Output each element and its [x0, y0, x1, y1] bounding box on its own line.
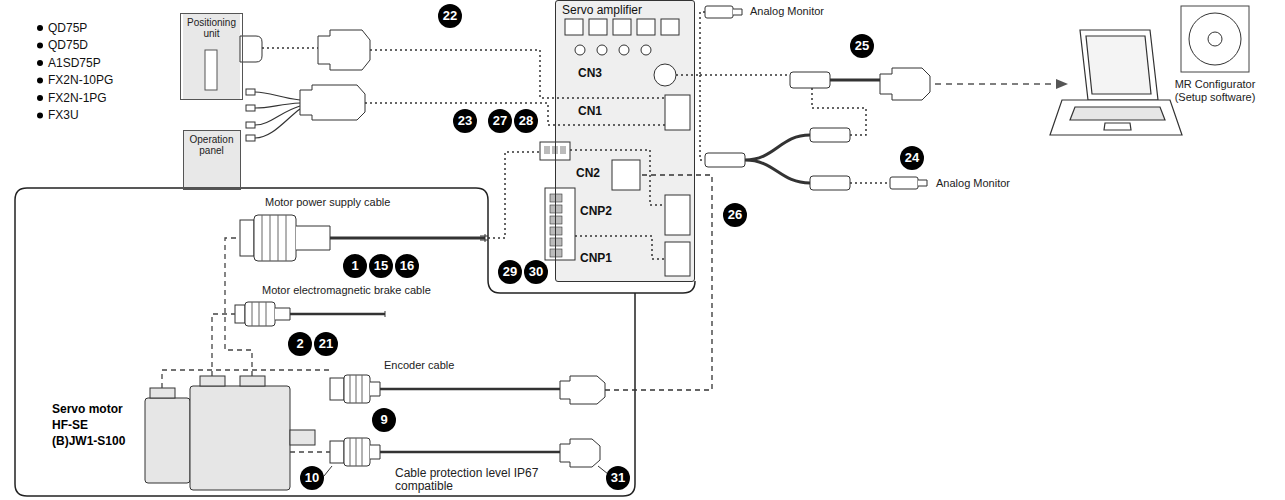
cable-23 — [246, 85, 665, 141]
note-text: Cable protection level IP67 compatible — [395, 467, 560, 493]
callout-number: 1 — [343, 254, 367, 278]
callout-number: 26 — [723, 203, 747, 227]
cable-name: Analog Monitor — [750, 5, 824, 18]
callout-number: 2 — [288, 332, 312, 356]
positioning-unit-fill — [183, 13, 240, 100]
cnp2-plug — [488, 142, 665, 238]
encoder-cables — [330, 175, 712, 467]
callout-number: 15 — [369, 254, 393, 278]
monitor-cables — [676, 6, 1068, 190]
node-label: Positioning unit — [183, 17, 240, 39]
motor-model: HF-SE — [52, 418, 88, 433]
operation-panel-fill — [183, 130, 240, 190]
unit-model: FX3U — [48, 108, 79, 123]
unit-model: FX2N-10PG — [48, 73, 113, 88]
servo-motor — [145, 376, 315, 490]
cable-name: Analog Monitor — [936, 177, 1010, 190]
callout-number: 28 — [514, 109, 538, 133]
node-label: MR Configurator (Setup software) — [1165, 78, 1265, 104]
cnp1-plug — [545, 188, 665, 260]
motor-cable-links — [162, 238, 330, 452]
unit-model: FX2N-1PG — [48, 91, 107, 106]
callout-number: 23 — [453, 109, 477, 133]
motor-model: Servo motor — [52, 402, 123, 417]
callout-number: 31 — [606, 466, 630, 490]
unit-model: QD75D — [48, 38, 88, 53]
cable-22 — [240, 30, 665, 98]
motor-power-cable — [240, 215, 488, 261]
node-label: Operation panel — [186, 134, 238, 156]
callout-number: 10 — [300, 466, 324, 490]
callout-number: 22 — [438, 4, 462, 28]
unit-model: QD75P — [48, 21, 87, 36]
bullet-dots — [37, 25, 43, 119]
cable-name: Encoder cable — [384, 359, 454, 372]
cable-name: Motor power supply cable — [265, 196, 390, 209]
connector-name: CNP2 — [580, 204, 612, 218]
unit-slot — [205, 50, 217, 90]
callout-number: 21 — [314, 332, 338, 356]
callout-number: 27 — [488, 109, 512, 133]
software-disc — [1181, 6, 1249, 72]
amplifier-box: Servo amplifier — [555, 0, 695, 282]
callout-number: 29 — [498, 260, 522, 284]
device-box: Operation panel — [183, 130, 241, 190]
motor-model: (B)JW1-S100 — [52, 434, 125, 449]
software-disc-box: MR Configurator (Setup software) — [1165, 6, 1265, 106]
device-box: Positioning unit — [180, 13, 243, 100]
connector-name: CN2 — [576, 166, 600, 180]
callout-number: 16 — [395, 254, 419, 278]
connector-name: CN1 — [578, 104, 602, 118]
node-label: Servo amplifier — [562, 3, 688, 17]
callout-number: 9 — [372, 408, 396, 432]
brake-cable — [235, 302, 385, 326]
unit-model: A1SD75P — [48, 56, 101, 71]
connector-name: CNP1 — [580, 251, 612, 265]
connector-name: CN3 — [578, 66, 602, 80]
amplifier-front — [565, 19, 690, 276]
cable-name: Motor electromagnetic brake cable — [262, 284, 431, 297]
laptop — [1050, 30, 1182, 135]
amplifier-fill — [555, 0, 695, 282]
callout-number: 25 — [850, 34, 874, 58]
callout-number: 30 — [524, 260, 548, 284]
callout-number: 24 — [900, 146, 924, 170]
